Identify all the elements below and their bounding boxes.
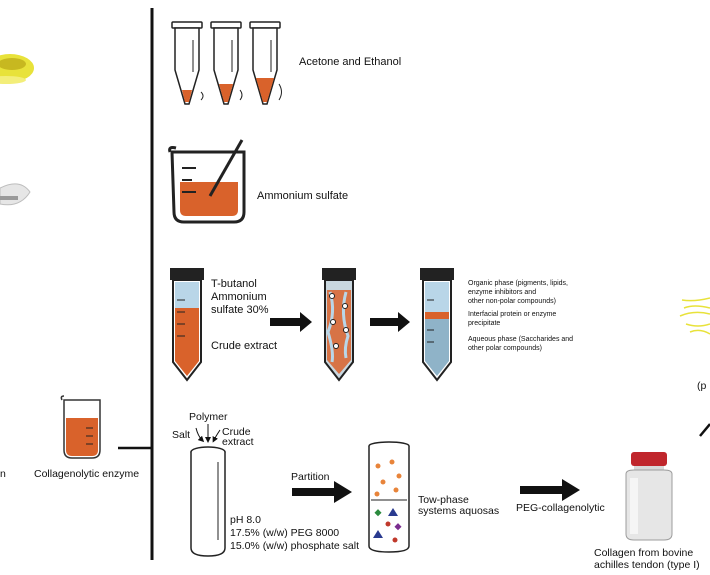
organic-phase-line2: enzyme inhibitors and <box>468 289 537 296</box>
collagen-bottle-icon <box>625 452 673 541</box>
microtube-1-icon <box>171 21 204 105</box>
tpp-arrow-1 <box>270 312 312 332</box>
peg-arrow <box>520 479 580 501</box>
collagen-fibers-icon <box>679 297 710 335</box>
two-phase-line2: systems aquosas <box>418 505 500 517</box>
tpp-tube-2-icon <box>322 268 356 382</box>
collagen-line1: Collagen from bovine <box>594 547 694 559</box>
partition-arrow <box>292 481 352 503</box>
drip-arrow-crude <box>212 429 221 443</box>
right-fragment-label: (p <box>697 380 707 392</box>
atps-crude-line1: Crude <box>222 426 251 438</box>
cut-letter-label: n <box>0 468 6 480</box>
interfacial-line1: Interfacial protein or enzyme <box>468 311 557 318</box>
atps-phosphate-label: 15.0% (w/w) phosphate salt <box>230 540 359 552</box>
peg-enzyme-label: PEG-collagenolytic <box>516 502 605 514</box>
tpp-tube-3-icon <box>420 268 454 382</box>
organic-phase-line3: other non-polar compounds) <box>468 298 556 305</box>
right-diagonal-line <box>699 423 710 437</box>
enzyme-beaker-icon <box>60 395 101 459</box>
atps-peg-label: 17.5% (w/w) PEG 8000 <box>230 527 340 539</box>
enzyme-label: Collagenolytic enzyme <box>34 468 140 480</box>
collagen-line2: achilles tendon (type I) <box>594 559 700 571</box>
tpp-tube-1-icon <box>170 268 204 382</box>
tpp-arrow-2 <box>370 312 410 332</box>
salt-beaker-icon <box>168 139 246 224</box>
atps-crude-line2: extract <box>222 436 254 448</box>
partition-label: Partition <box>291 471 330 483</box>
fruit-fragment-icon <box>0 54 34 84</box>
aqueous-phase-line1: Aqueous phase (Saccharides and <box>468 336 574 343</box>
tool-fragment-icon <box>0 183 31 206</box>
two-phase-line1: Tow-phase <box>418 494 469 506</box>
tpp-reagent-line2: Ammonium <box>211 291 267 303</box>
drip-arrow-salt <box>195 427 205 443</box>
atps-polymer-label: Polymer <box>189 411 228 423</box>
microtube-3-icon <box>249 21 282 105</box>
interfacial-line2: precipitate <box>468 320 501 327</box>
aqueous-phase-line2: other polar compounds) <box>468 345 542 352</box>
tpp-crude-label: Crude extract <box>211 340 278 352</box>
tpp-reagent-line3: sulfate 30% <box>211 304 269 316</box>
atps-ph-label: pH 8.0 <box>230 514 261 526</box>
atps-salt-label: Salt <box>172 429 191 441</box>
tpp-reagent-line1: T-butanol <box>211 278 257 290</box>
microtube-2-icon <box>210 21 243 105</box>
solvent-label: Acetone and Ethanol <box>299 56 402 68</box>
salt-label: Ammonium sulfate <box>257 190 349 202</box>
atps-tube-icon <box>190 446 226 557</box>
organic-phase-line1: Organic phase (pigments, lipids, <box>468 280 568 287</box>
two-phase-column-icon <box>368 441 410 553</box>
